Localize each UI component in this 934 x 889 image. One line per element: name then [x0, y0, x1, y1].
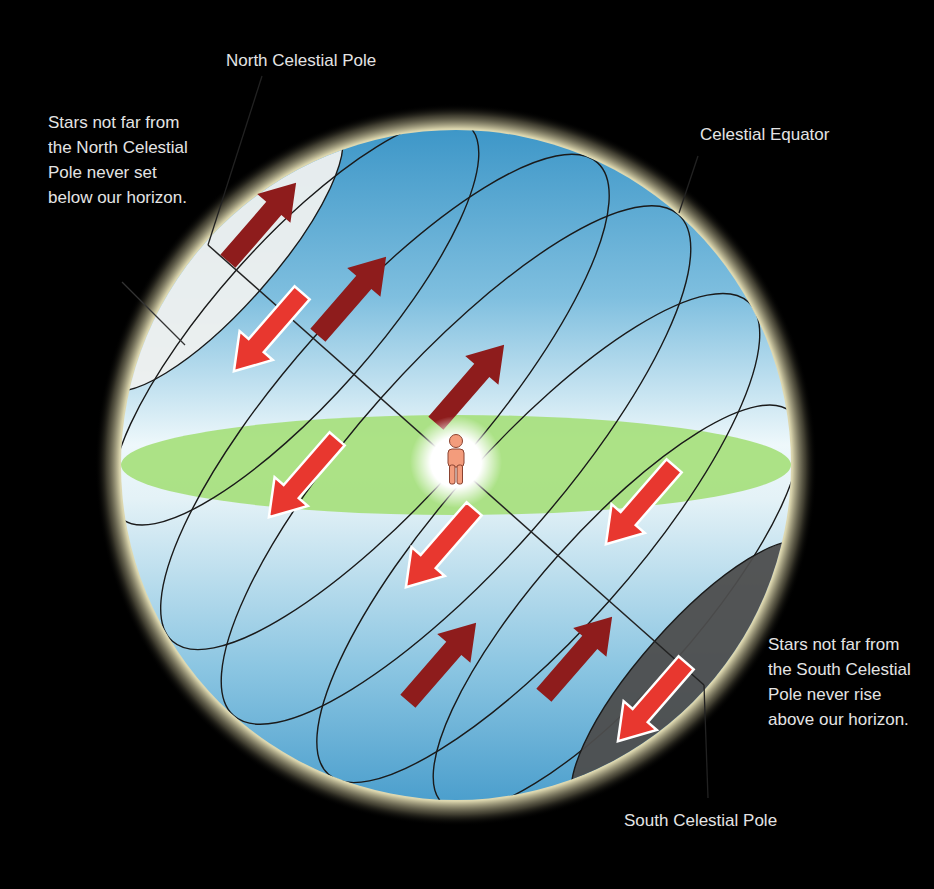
motion-arrow-front [389, 494, 490, 601]
observer-body [448, 449, 464, 467]
motion-arrow-front [589, 451, 690, 558]
motion-arrow-back [301, 242, 402, 349]
observer-head [450, 435, 463, 448]
observer-leg [457, 465, 463, 484]
celestial-axis [208, 245, 704, 685]
part-label: North Celestial Pole [226, 48, 426, 73]
motion-arrow-front [252, 424, 353, 531]
leader-line [679, 156, 698, 213]
part-label: Celestial Equator [700, 122, 900, 147]
observer-leg [450, 465, 456, 484]
observer-figure [448, 435, 464, 485]
observer-glow [410, 416, 502, 508]
motion-arrow-front [601, 648, 702, 755]
motion-arrow-back [527, 602, 628, 709]
note-label: Stars not far from the South Celestial P… [768, 632, 918, 732]
horizon-plane [121, 415, 791, 515]
motion-arrows [211, 168, 702, 755]
part-label: South Celestial Pole [624, 808, 844, 833]
leader-line [122, 282, 185, 345]
sphere-glow [76, 85, 836, 845]
motion-arrow-front [217, 278, 318, 385]
motion-arrow-back [391, 608, 492, 715]
celestial-equator [158, 148, 753, 782]
leader-line [704, 685, 708, 798]
motion-arrow-back [211, 168, 312, 275]
note-label: Stars not far from the North Celestial P… [48, 110, 188, 210]
